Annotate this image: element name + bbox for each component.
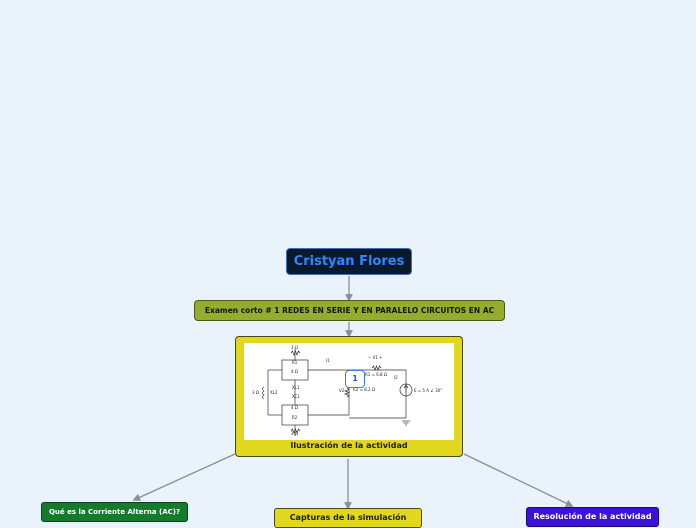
svg-text:XL2: XL2 [270, 390, 278, 395]
svg-text:XC1: XC1 [292, 394, 300, 399]
svg-text:R2: R2 [292, 415, 298, 420]
central-topic-node[interactable]: Cristyan Flores [286, 248, 412, 275]
simulation-captures-topic-node[interactable]: Capturas de la simulación [274, 508, 422, 528]
activity-resolution-label: Resolución de la actividad [533, 512, 652, 521]
svg-text:V2: V2 [339, 388, 345, 393]
svg-text:3 Ω: 3 Ω [291, 431, 298, 436]
simulation-captures-label: Capturas de la simulación [289, 513, 407, 522]
connector-illustration-ac [132, 453, 236, 501]
svg-text:I1: I1 [326, 358, 330, 363]
svg-text:R2 = 8.2 Ω: R2 = 8.2 Ω [353, 387, 375, 392]
svg-text:− V1 +: − V1 + [368, 355, 383, 360]
activity-resolution-topic-node[interactable]: Resolución de la actividad [526, 507, 659, 527]
connector-illustration-resolution [463, 453, 574, 507]
ac-question-topic-node[interactable]: Qué es la Corriente Alterna (AC)? [41, 502, 188, 522]
svg-text:4 Ω: 4 Ω [291, 369, 298, 374]
svg-text:E = 5 A ∠ 30°: E = 5 A ∠ 30° [414, 388, 442, 393]
illustration-topic-node[interactable]: 3 Ω R1 4 Ω XL1 XC1 4 Ω R2 3 Ω 3 Ω XL2 I1… [235, 336, 463, 457]
exam-topic-label: Examen corto # 1 REDES EN SERIE Y EN PAR… [204, 306, 495, 315]
svg-text:I2: I2 [394, 375, 398, 380]
svg-text:XL1: XL1 [292, 385, 300, 390]
svg-text:R1 = 6.8 Ω: R1 = 6.8 Ω [365, 372, 387, 377]
illustration-caption: Ilustración de la actividad [290, 441, 408, 450]
svg-text:R1: R1 [292, 360, 298, 365]
circuit-diagram-image: 3 Ω R1 4 Ω XL1 XC1 4 Ω R2 3 Ω 3 Ω XL2 I1… [244, 343, 454, 440]
svg-text:4 Ω: 4 Ω [291, 405, 298, 410]
exam-topic-node[interactable]: Examen corto # 1 REDES EN SERIE Y EN PAR… [194, 300, 505, 321]
topic-number-badge: 1 [345, 370, 365, 388]
ac-question-label: Qué es la Corriente Alterna (AC)? [48, 508, 181, 516]
circuit-schematic: 3 Ω R1 4 Ω XL1 XC1 4 Ω R2 3 Ω 3 Ω XL2 I1… [252, 345, 442, 436]
svg-text:3 Ω: 3 Ω [252, 390, 259, 395]
svg-text:3 Ω: 3 Ω [291, 345, 298, 350]
central-topic-label: Cristyan Flores [293, 254, 405, 269]
